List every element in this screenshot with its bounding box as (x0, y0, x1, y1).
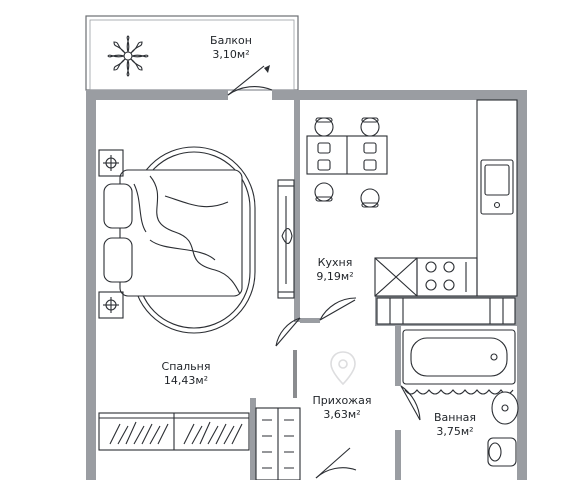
room-name: Кухня (317, 256, 353, 269)
room-label-hallway: Прихожая 3,63м² (313, 394, 372, 422)
plant-icon (107, 35, 149, 77)
room-name: Балкон (210, 34, 252, 47)
room-label-kitchen: Кухня 9,19м² (316, 256, 353, 284)
bedroom-furniture (98, 146, 295, 334)
room-area: 3,63м² (323, 408, 361, 421)
balcony-door (227, 65, 273, 96)
room-label-balcony: Балкон 3,10м² (210, 34, 252, 62)
hallway-closet (255, 407, 357, 480)
room-area: 3,10м² (212, 48, 250, 61)
location-pin-icon (330, 351, 356, 386)
room-label-bedroom: Спальня 14,43м² (162, 360, 211, 388)
room-name: Прихожая (312, 394, 372, 407)
bathroom-fixtures (402, 329, 519, 467)
room-area: 14,43м² (163, 374, 209, 387)
room-area: 9,19м² (316, 270, 354, 283)
room-label-bathroom: Ванная 3,75м² (434, 411, 476, 439)
room-name: Спальня (161, 360, 211, 373)
dining-set (306, 117, 388, 208)
room-name: Ванная (433, 411, 477, 424)
room-area: 3,75м² (436, 425, 474, 438)
wardrobe (98, 412, 250, 451)
interior-doors (275, 297, 421, 421)
kitchen-counter (374, 99, 518, 325)
balcony-outline (85, 15, 299, 91)
